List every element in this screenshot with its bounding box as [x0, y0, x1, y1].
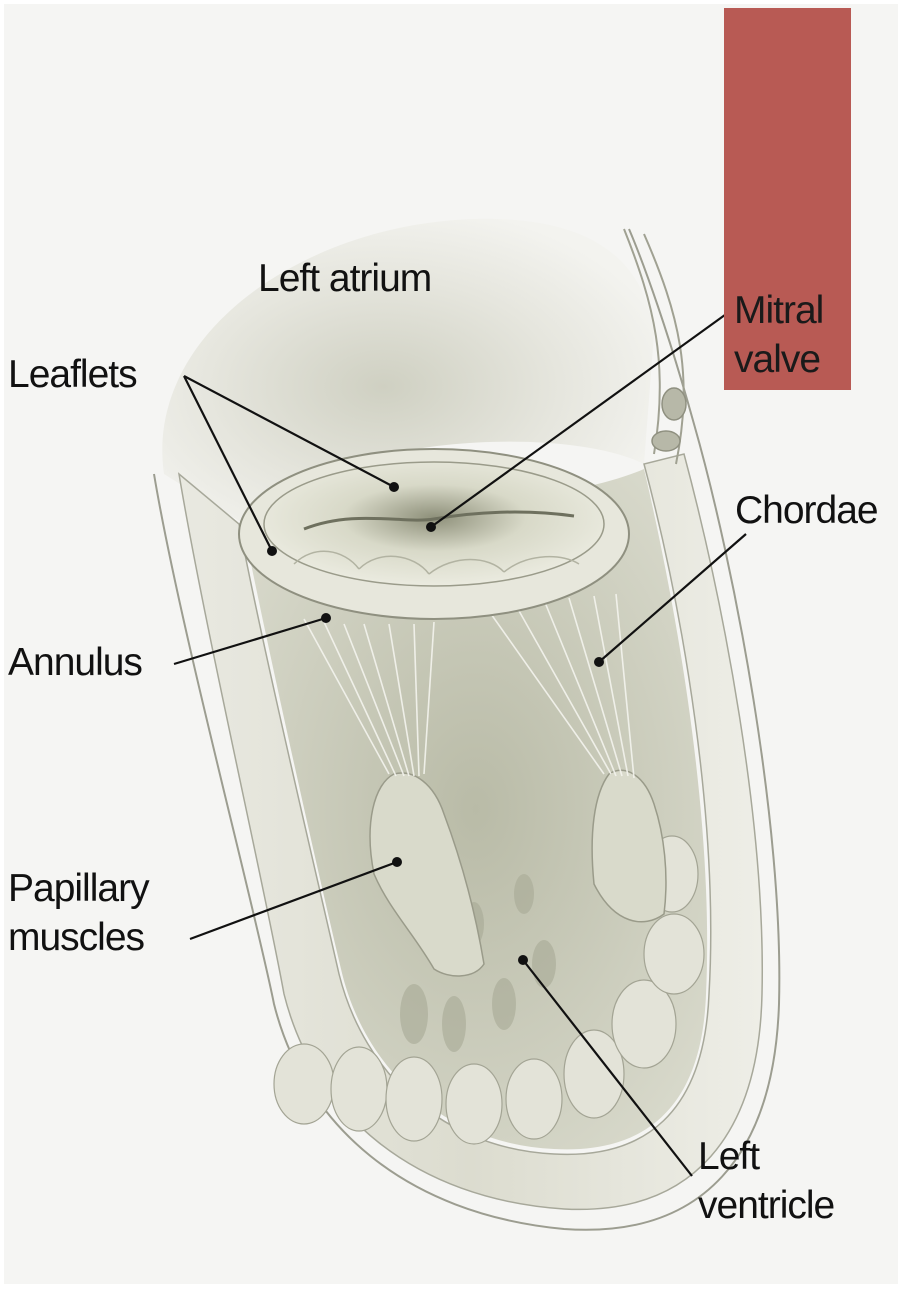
- label-chordae: Chordae: [735, 486, 878, 535]
- label-papillary-line2: muscles: [8, 913, 149, 962]
- label-papillary-muscles: Papillary muscles: [8, 864, 149, 962]
- label-mitral-valve: Mitral valve: [734, 286, 823, 384]
- label-leaflets: Leaflets: [8, 350, 137, 399]
- label-papillary-line1: Papillary: [8, 864, 149, 913]
- label-mitral-valve-line1: Mitral: [734, 286, 823, 335]
- diagram-page: Left atrium Mitral valve Leaflets Chorda…: [4, 4, 898, 1284]
- vessel-opening-lower: [652, 431, 680, 451]
- label-left-ventricle-line1: Left: [698, 1132, 834, 1181]
- vessel-opening-upper: [662, 388, 686, 420]
- label-annulus: Annulus: [8, 638, 142, 687]
- label-left-atrium: Left atrium: [258, 254, 431, 303]
- label-mitral-valve-line2: valve: [734, 335, 823, 384]
- label-left-ventricle-line2: ventricle: [698, 1181, 834, 1230]
- label-left-ventricle: Left ventricle: [698, 1132, 834, 1230]
